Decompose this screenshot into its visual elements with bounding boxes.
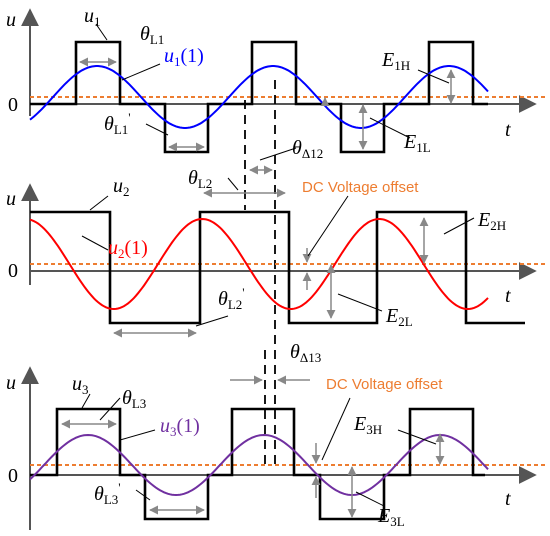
fundamental-wave-1 [29,65,489,129]
u2-leader [89,195,109,211]
u1-label: u1 [84,5,101,29]
y-axis-label-2: u [6,188,16,210]
note-leader-2 [307,195,349,257]
u3-label: u3 [72,373,89,397]
x-axis-label-1: t [505,119,511,141]
e2h-leader [443,217,475,235]
panel-1: u 0 t u1 θL1 u1(1) θL1' E1H E1L [6,5,545,155]
square-wave-2 [30,210,525,325]
theta-l2-leader [227,177,239,191]
e1h-leader [417,69,450,84]
delta13-label: θΔ13 [290,341,321,365]
panel-3: u 0 t u3 θL3 u3(1) θL3' DC Voltage offse… [6,366,545,530]
theta-l3-prime-label: θL3' [94,480,121,507]
delta12-leader [259,147,297,161]
u3-fundamental-label: u3(1) [160,415,200,439]
u3-fund-leader [119,429,156,441]
u2-label: u2 [113,175,130,199]
u1-leader [95,23,108,41]
origin-label-2: 0 [8,260,18,282]
theta-l1-label: θL1 [140,23,164,47]
u2-fund-leader [81,235,109,251]
e3l-label: E3L [377,505,405,529]
theta-l3-label: θL3 [122,387,146,411]
note-leader-3 [321,397,351,461]
u3-leader [81,393,91,409]
e3h-leader [397,429,437,445]
dc-offset-note-2: DC Voltage offset [302,179,419,196]
e3l-leader [355,491,385,507]
theta-l1-prime-leader [145,123,169,136]
theta-l2-prime-label: θL2' [218,285,245,312]
u1-fund-leader [121,63,161,81]
theta-l1-prime-label: θL1' [104,110,131,137]
fundamental-wave-2 [29,217,489,311]
fundamental-wave-3 [29,433,489,497]
e2h-label: E2H [477,209,506,233]
u1-fundamental-label: u1(1) [164,45,204,69]
origin-label-1: 0 [8,94,18,116]
theta-l2-prime-leader [195,315,229,327]
theta-l2-label: θL2 [188,167,212,191]
origin-label-3: 0 [8,465,18,487]
theta-l3-prime-leader [135,489,151,501]
delta12-label: θΔ12 [292,137,323,161]
panel-2: u 0 t u2 u2(1) θL2 θL2' DC Voltage offse… [6,167,545,338]
dc-offset-note-3: DC Voltage offset [326,376,443,393]
e2l-label: E2L [385,305,413,329]
e1l-leader [369,117,411,139]
e2l-leader [337,293,383,312]
x-axis-label-3: t [505,488,511,510]
e1l-label: E1L [403,131,431,155]
y-axis-label-1: u [6,9,16,31]
e3h-label: E3H [353,413,382,437]
e1h-label: E1H [381,49,410,73]
phase-guides: θΔ12 θΔ13 [230,80,323,470]
square-wave-3 [30,407,485,521]
u2-fundamental-label: u2(1) [108,237,148,261]
square-wave-1 [30,40,488,154]
x-axis-label-2: t [505,285,511,307]
y-axis-label-3: u [6,372,16,394]
theta-l3-leader [99,397,121,421]
